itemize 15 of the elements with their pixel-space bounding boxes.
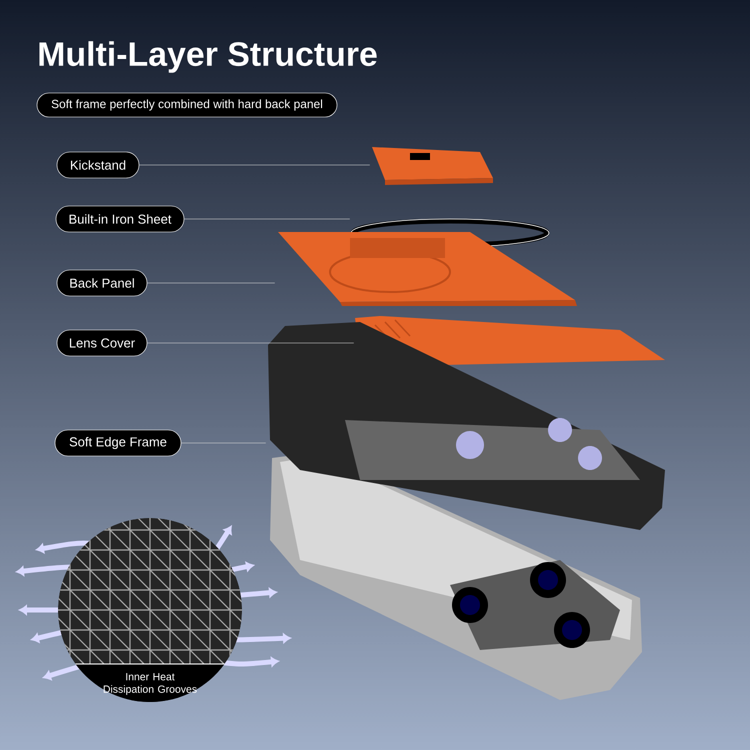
leader-line [147, 342, 354, 344]
leader-line [181, 442, 266, 444]
label-pill: Kickstand [56, 152, 140, 178]
label-pill: Soft Edge Frame [54, 430, 182, 456]
part-drawing [268, 322, 665, 530]
part-drawing [278, 232, 577, 306]
title: Multi-Layer Structure [39, 41, 377, 73]
part-drawing [372, 147, 493, 185]
leader-line [139, 164, 370, 166]
label-pill: Back Panel [56, 270, 148, 296]
leader-line [147, 282, 276, 284]
label-pill: Built-in Iron Sheet [56, 206, 184, 232]
leader-line [184, 218, 350, 220]
label-pill: Lens Cover [56, 330, 148, 356]
label-pill: Soft frame perfectly combined with hard back panel [36, 92, 338, 118]
